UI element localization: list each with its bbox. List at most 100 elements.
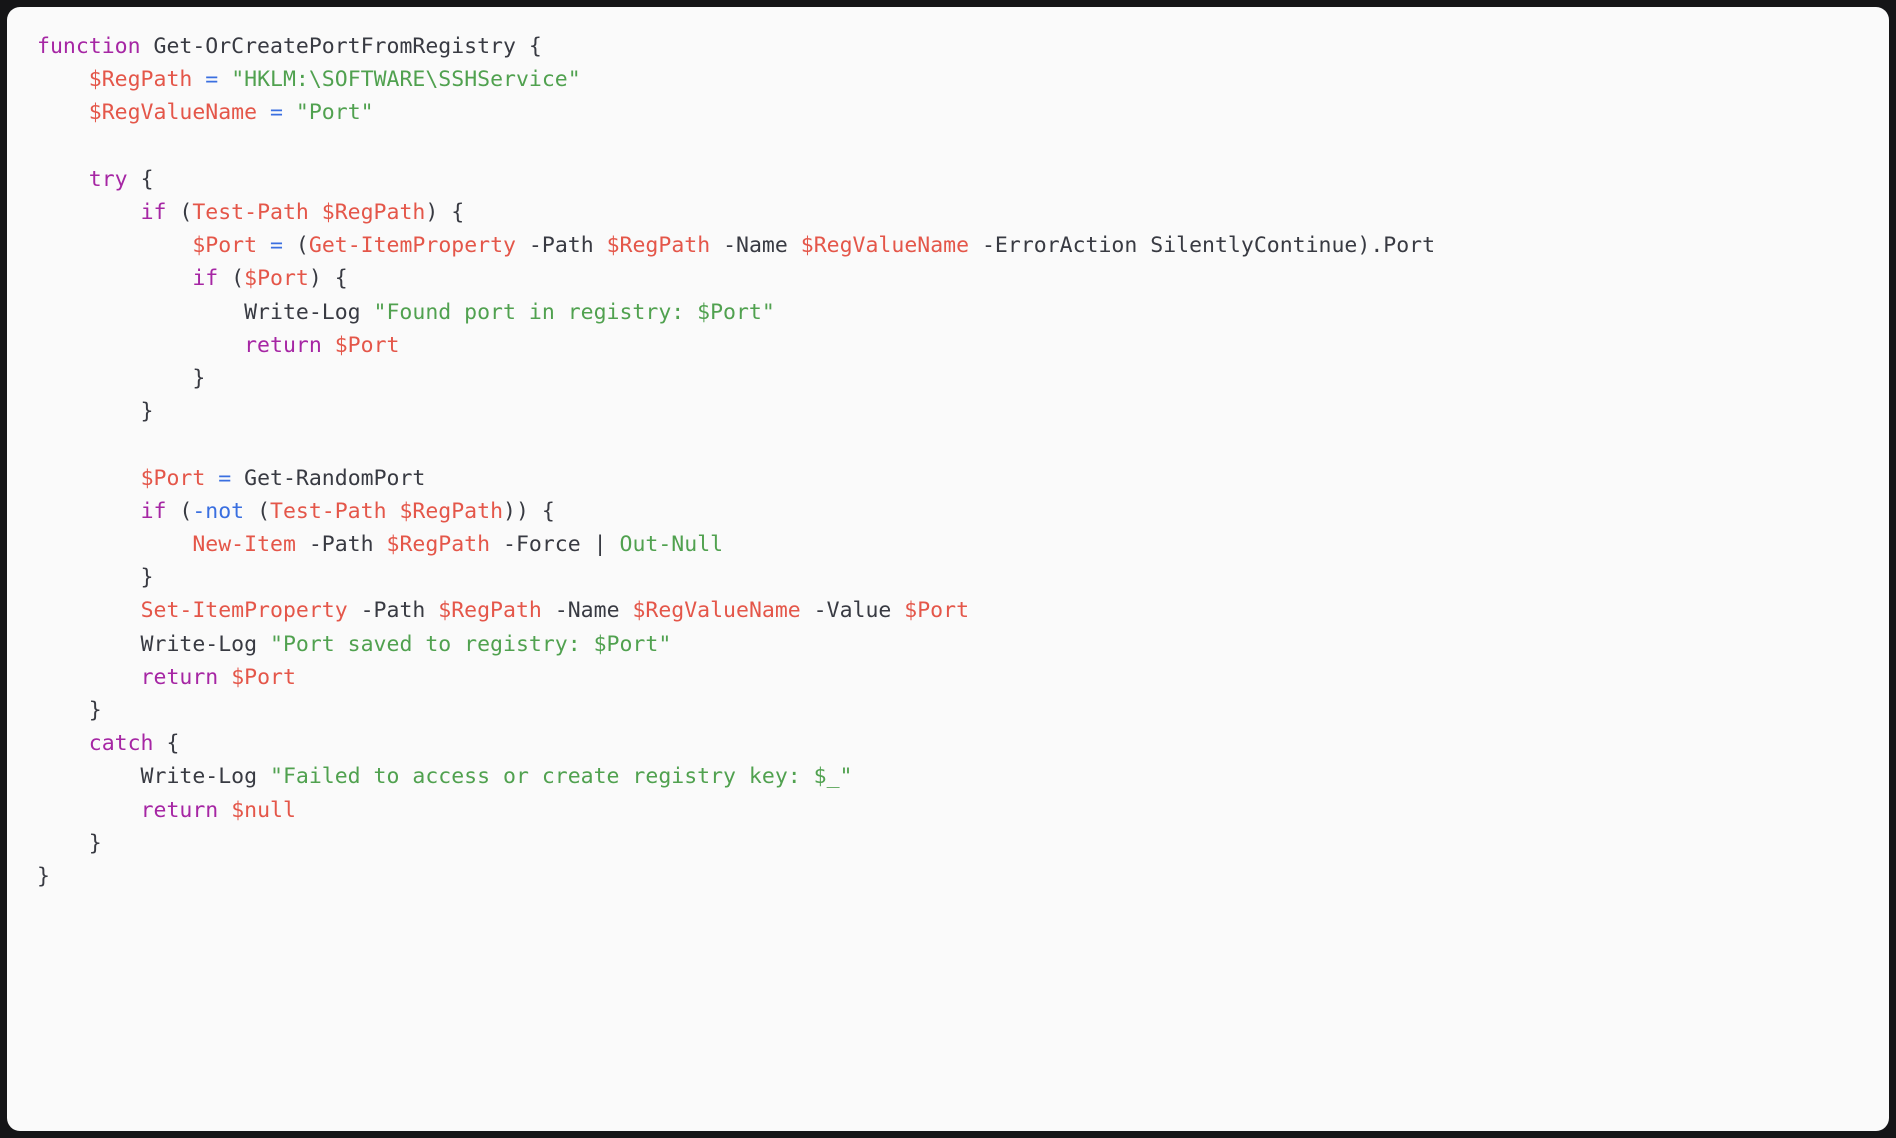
- code-token: [322, 333, 335, 358]
- code-line: $RegPath = "HKLM:\SOFTWARE\SSHService": [37, 63, 1869, 96]
- code-token: -Path: [295, 532, 387, 558]
- code-line: $Port = Get-RandomPort: [37, 462, 1869, 495]
- code-token: "Port saved to registry: $Port": [270, 631, 672, 657]
- code-token: Test-Path $RegPath: [192, 200, 426, 226]
- code-token: Test-Path $RegPath: [270, 498, 504, 524]
- code-line: }: [37, 694, 1869, 727]
- code-token: $null: [231, 797, 296, 823]
- code-token: [37, 731, 89, 756]
- code-line: catch {: [37, 727, 1869, 760]
- code-token: {: [153, 731, 180, 757]
- code-block: function Get-OrCreatePortFromRegistry { …: [7, 7, 1889, 923]
- code-token: -Name: [710, 233, 801, 259]
- code-line: }: [37, 827, 1869, 860]
- code-token: -ErrorAction SilentlyContinue).Port: [969, 233, 1436, 259]
- code-token: if: [192, 266, 219, 292]
- code-token: (: [282, 233, 309, 259]
- code-token: $RegPath: [438, 598, 542, 624]
- code-token: Get-RandomPort: [231, 465, 426, 491]
- code-token: -Name: [541, 598, 633, 624]
- code-token: }: [37, 864, 50, 890]
- code-token: )) {: [503, 498, 555, 524]
- code-token: [192, 67, 205, 92]
- code-token: [283, 100, 296, 125]
- code-line: [37, 130, 1869, 163]
- code-line: Write-Log "Failed to access or create re…: [37, 760, 1869, 793]
- code-token: $Port: [231, 664, 296, 690]
- code-token: "Failed to access or create registry key…: [270, 764, 853, 790]
- code-token: return: [140, 664, 219, 690]
- code-token: if: [140, 498, 167, 524]
- code-token: [37, 665, 141, 690]
- code-token: -Force |: [490, 532, 620, 558]
- code-token: [37, 67, 89, 92]
- code-token: =: [205, 67, 219, 93]
- code-line: [37, 428, 1869, 461]
- code-token: (: [166, 200, 193, 226]
- code-line: try {: [37, 163, 1869, 196]
- code-token: [218, 665, 231, 690]
- code-card: function Get-OrCreatePortFromRegistry { …: [7, 7, 1889, 1131]
- code-line: }: [37, 561, 1869, 594]
- code-token: Get-ItemProperty: [308, 233, 516, 259]
- code-token: [37, 266, 192, 291]
- code-line: Write-Log "Port saved to registry: $Port…: [37, 628, 1869, 661]
- code-token: Out-Null: [619, 532, 724, 558]
- code-token: =: [270, 100, 283, 126]
- code-token: [37, 100, 89, 125]
- code-token: [37, 466, 141, 491]
- code-token: }: [37, 698, 102, 724]
- code-token: -Value: [800, 598, 905, 624]
- code-token: =: [218, 465, 232, 491]
- code-token: return: [140, 797, 219, 823]
- code-token: [37, 333, 244, 358]
- code-token: $RegPath: [606, 233, 711, 259]
- code-token: [37, 798, 141, 823]
- code-token: return: [244, 332, 322, 358]
- code-token: }: [37, 830, 102, 856]
- code-line: $RegValueName = "Port": [37, 96, 1869, 129]
- code-line: if (Test-Path $RegPath) {: [37, 196, 1869, 229]
- code-token: [205, 466, 218, 491]
- code-line: }: [37, 395, 1869, 428]
- code-line: if ($Port) {: [37, 262, 1869, 295]
- code-token: Write-Log: [37, 631, 270, 657]
- code-line: Set-ItemProperty -Path $RegPath -Name $R…: [37, 594, 1869, 627]
- code-token: ) {: [425, 200, 465, 226]
- code-token: [37, 499, 141, 524]
- code-token: $Port: [192, 233, 258, 259]
- code-token: [37, 598, 141, 623]
- code-token: $RegValueName: [632, 598, 801, 624]
- code-token: $Port: [140, 465, 206, 491]
- code-line: Write-Log "Found port in registry: $Port…: [37, 296, 1869, 329]
- code-line: function Get-OrCreatePortFromRegistry {: [37, 30, 1869, 63]
- code-token: =: [270, 233, 283, 259]
- code-token: (: [166, 498, 193, 524]
- code-token: [37, 167, 89, 192]
- code-line: New-Item -Path $RegPath -Force | Out-Nul…: [37, 528, 1869, 561]
- code-token: }: [37, 565, 154, 591]
- code-line: return $null: [37, 794, 1869, 827]
- code-token: [257, 233, 270, 258]
- code-token: $RegPath: [88, 67, 193, 93]
- code-line: }: [37, 860, 1869, 893]
- code-line: }: [37, 362, 1869, 395]
- code-token: function: [37, 34, 141, 59]
- code-token: $RegValueName: [800, 233, 970, 259]
- code-token: "HKLM:\SOFTWARE\SSHService": [231, 67, 581, 93]
- code-token: [37, 200, 141, 225]
- code-line: if (-not (Test-Path $RegPath)) {: [37, 495, 1869, 528]
- code-token: [218, 798, 231, 823]
- code-token: -not: [192, 498, 245, 524]
- code-token: }: [37, 399, 154, 425]
- code-token: -Path: [515, 233, 607, 259]
- code-token: Get-OrCreatePortFromRegistry {: [140, 34, 542, 59]
- code-token: {: [127, 166, 154, 192]
- code-token: Write-Log: [37, 299, 374, 325]
- code-token: try: [88, 166, 128, 192]
- code-token: $Port: [244, 266, 309, 292]
- code-token: "Port": [295, 100, 374, 126]
- code-token: [37, 233, 192, 258]
- code-line: return $Port: [37, 329, 1869, 362]
- code-line: return $Port: [37, 661, 1869, 694]
